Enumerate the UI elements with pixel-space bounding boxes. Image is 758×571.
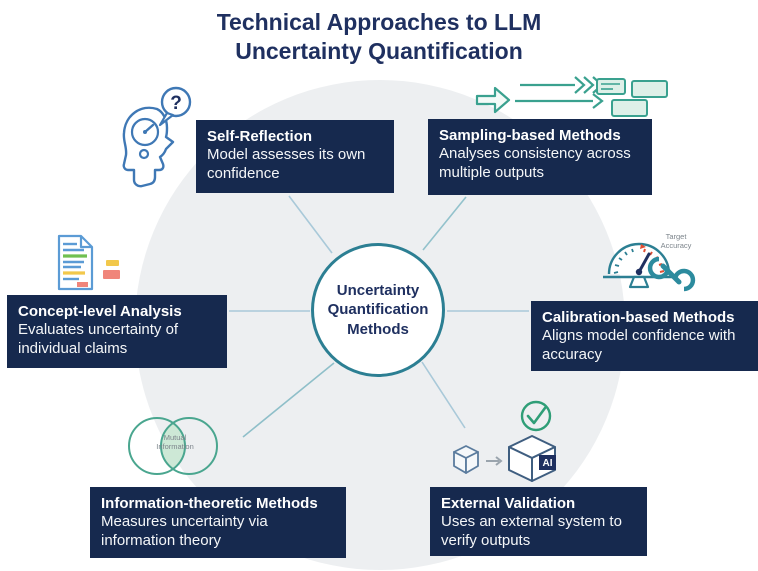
node-desc: Aligns model confidence with accuracy: [542, 327, 736, 363]
ai-chip: [539, 455, 556, 470]
node-box-calibration-based-methods: Calibration-based Methods Aligns model c…: [531, 301, 758, 371]
ai-chip-label: AI: [543, 458, 553, 469]
node-title: Sampling-based Methods: [439, 127, 621, 144]
node-box-information-theoretic-methods: Information-theoretic Methods Measures u…: [90, 487, 346, 558]
node-title: Information-theoretic Methods: [101, 495, 318, 512]
node-desc: Model assesses its own confidence: [207, 146, 366, 182]
venn-mutual-information-label: Mutual Information: [156, 433, 194, 451]
node-box-external-validation: External Validation Uses an external sys…: [430, 487, 647, 556]
gauge-target-accuracy-label: Target Accuracy: [660, 232, 692, 250]
venn-diagram-icon: [128, 417, 218, 475]
arrows-outputs-icon: [475, 76, 668, 117]
center-node-label: Uncertainty Quantification Methods: [327, 281, 429, 338]
node-box-concept-level-analysis: Concept-level Analysis Evaluates uncerta…: [7, 295, 227, 368]
cube-ai-check-icon: AI: [453, 400, 556, 482]
center-node: Uncertainty Quantification Methods: [311, 243, 445, 377]
node-box-sampling-based-methods: Sampling-based Methods Analyses consiste…: [428, 119, 652, 195]
page-title: Technical Approaches to LLM Uncertainty …: [0, 8, 758, 67]
node-desc: Analyses consistency across multiple out…: [439, 145, 631, 181]
node-desc: Measures uncertainty via information the…: [101, 513, 268, 549]
question-mark: ?: [170, 93, 182, 114]
node-title: External Validation: [441, 495, 576, 512]
title-line-2: Uncertainty Quantification: [235, 38, 523, 65]
wrench-icon: [647, 256, 696, 292]
title-line-1: Technical Approaches to LLM: [216, 9, 542, 35]
node-title: Calibration-based Methods: [542, 309, 735, 326]
node-desc: Uses an external system to verify output…: [441, 513, 622, 549]
head-question-icon: ?: [122, 86, 192, 188]
node-box-self-reflection: Self-Reflection Model assesses its own c…: [196, 120, 394, 193]
target-gauge-icon: [603, 242, 696, 292]
node-title: Self-Reflection: [207, 128, 313, 145]
annotated-document-icon: [57, 234, 120, 291]
node-desc: Evaluates uncertainty of individual clai…: [18, 321, 179, 357]
node-title: Concept-level Analysis: [18, 303, 182, 320]
